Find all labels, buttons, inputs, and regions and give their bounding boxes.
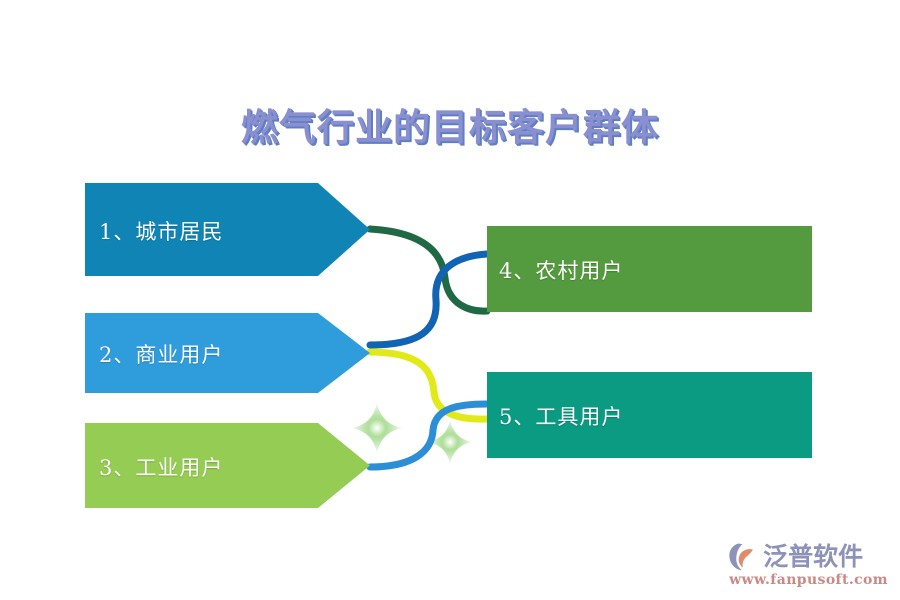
page-title: 燃气行业的目标客户群体 bbox=[241, 105, 659, 149]
right-node-label-5: 5、工具用户 bbox=[499, 405, 624, 429]
brand-name: 泛普软件 bbox=[763, 542, 864, 571]
left-node-shape-1[interactable] bbox=[85, 183, 370, 276]
brand-logo: 泛普软件 www.fanpusoft.com bbox=[727, 541, 888, 588]
sparkle-left-icon bbox=[352, 403, 402, 453]
connector-commercial-to-tool bbox=[366, 348, 491, 423]
left-node-shape-3[interactable] bbox=[85, 423, 370, 508]
connector-industrial-to-tool bbox=[366, 400, 491, 471]
fanpu-logo-icon bbox=[729, 543, 754, 571]
left-node-shape-2[interactable] bbox=[85, 313, 370, 393]
left-node-label-2: 2、商业用户 bbox=[99, 343, 224, 367]
right-node-shape-4[interactable] bbox=[487, 226, 812, 312]
left-node-label-3: 3、工业用户 bbox=[99, 455, 224, 480]
right-node-shape-5[interactable] bbox=[487, 372, 812, 458]
sparkle-right-icon bbox=[428, 420, 472, 464]
connector-city-to-rural bbox=[366, 225, 491, 315]
brand-url: www.fanpusoft.com bbox=[729, 572, 888, 588]
connector-commercial-to-rural bbox=[366, 250, 491, 349]
right-node-label-4: 4、农村用户 bbox=[499, 259, 624, 283]
left-node-label-1: 1、城市居民 bbox=[99, 219, 224, 244]
